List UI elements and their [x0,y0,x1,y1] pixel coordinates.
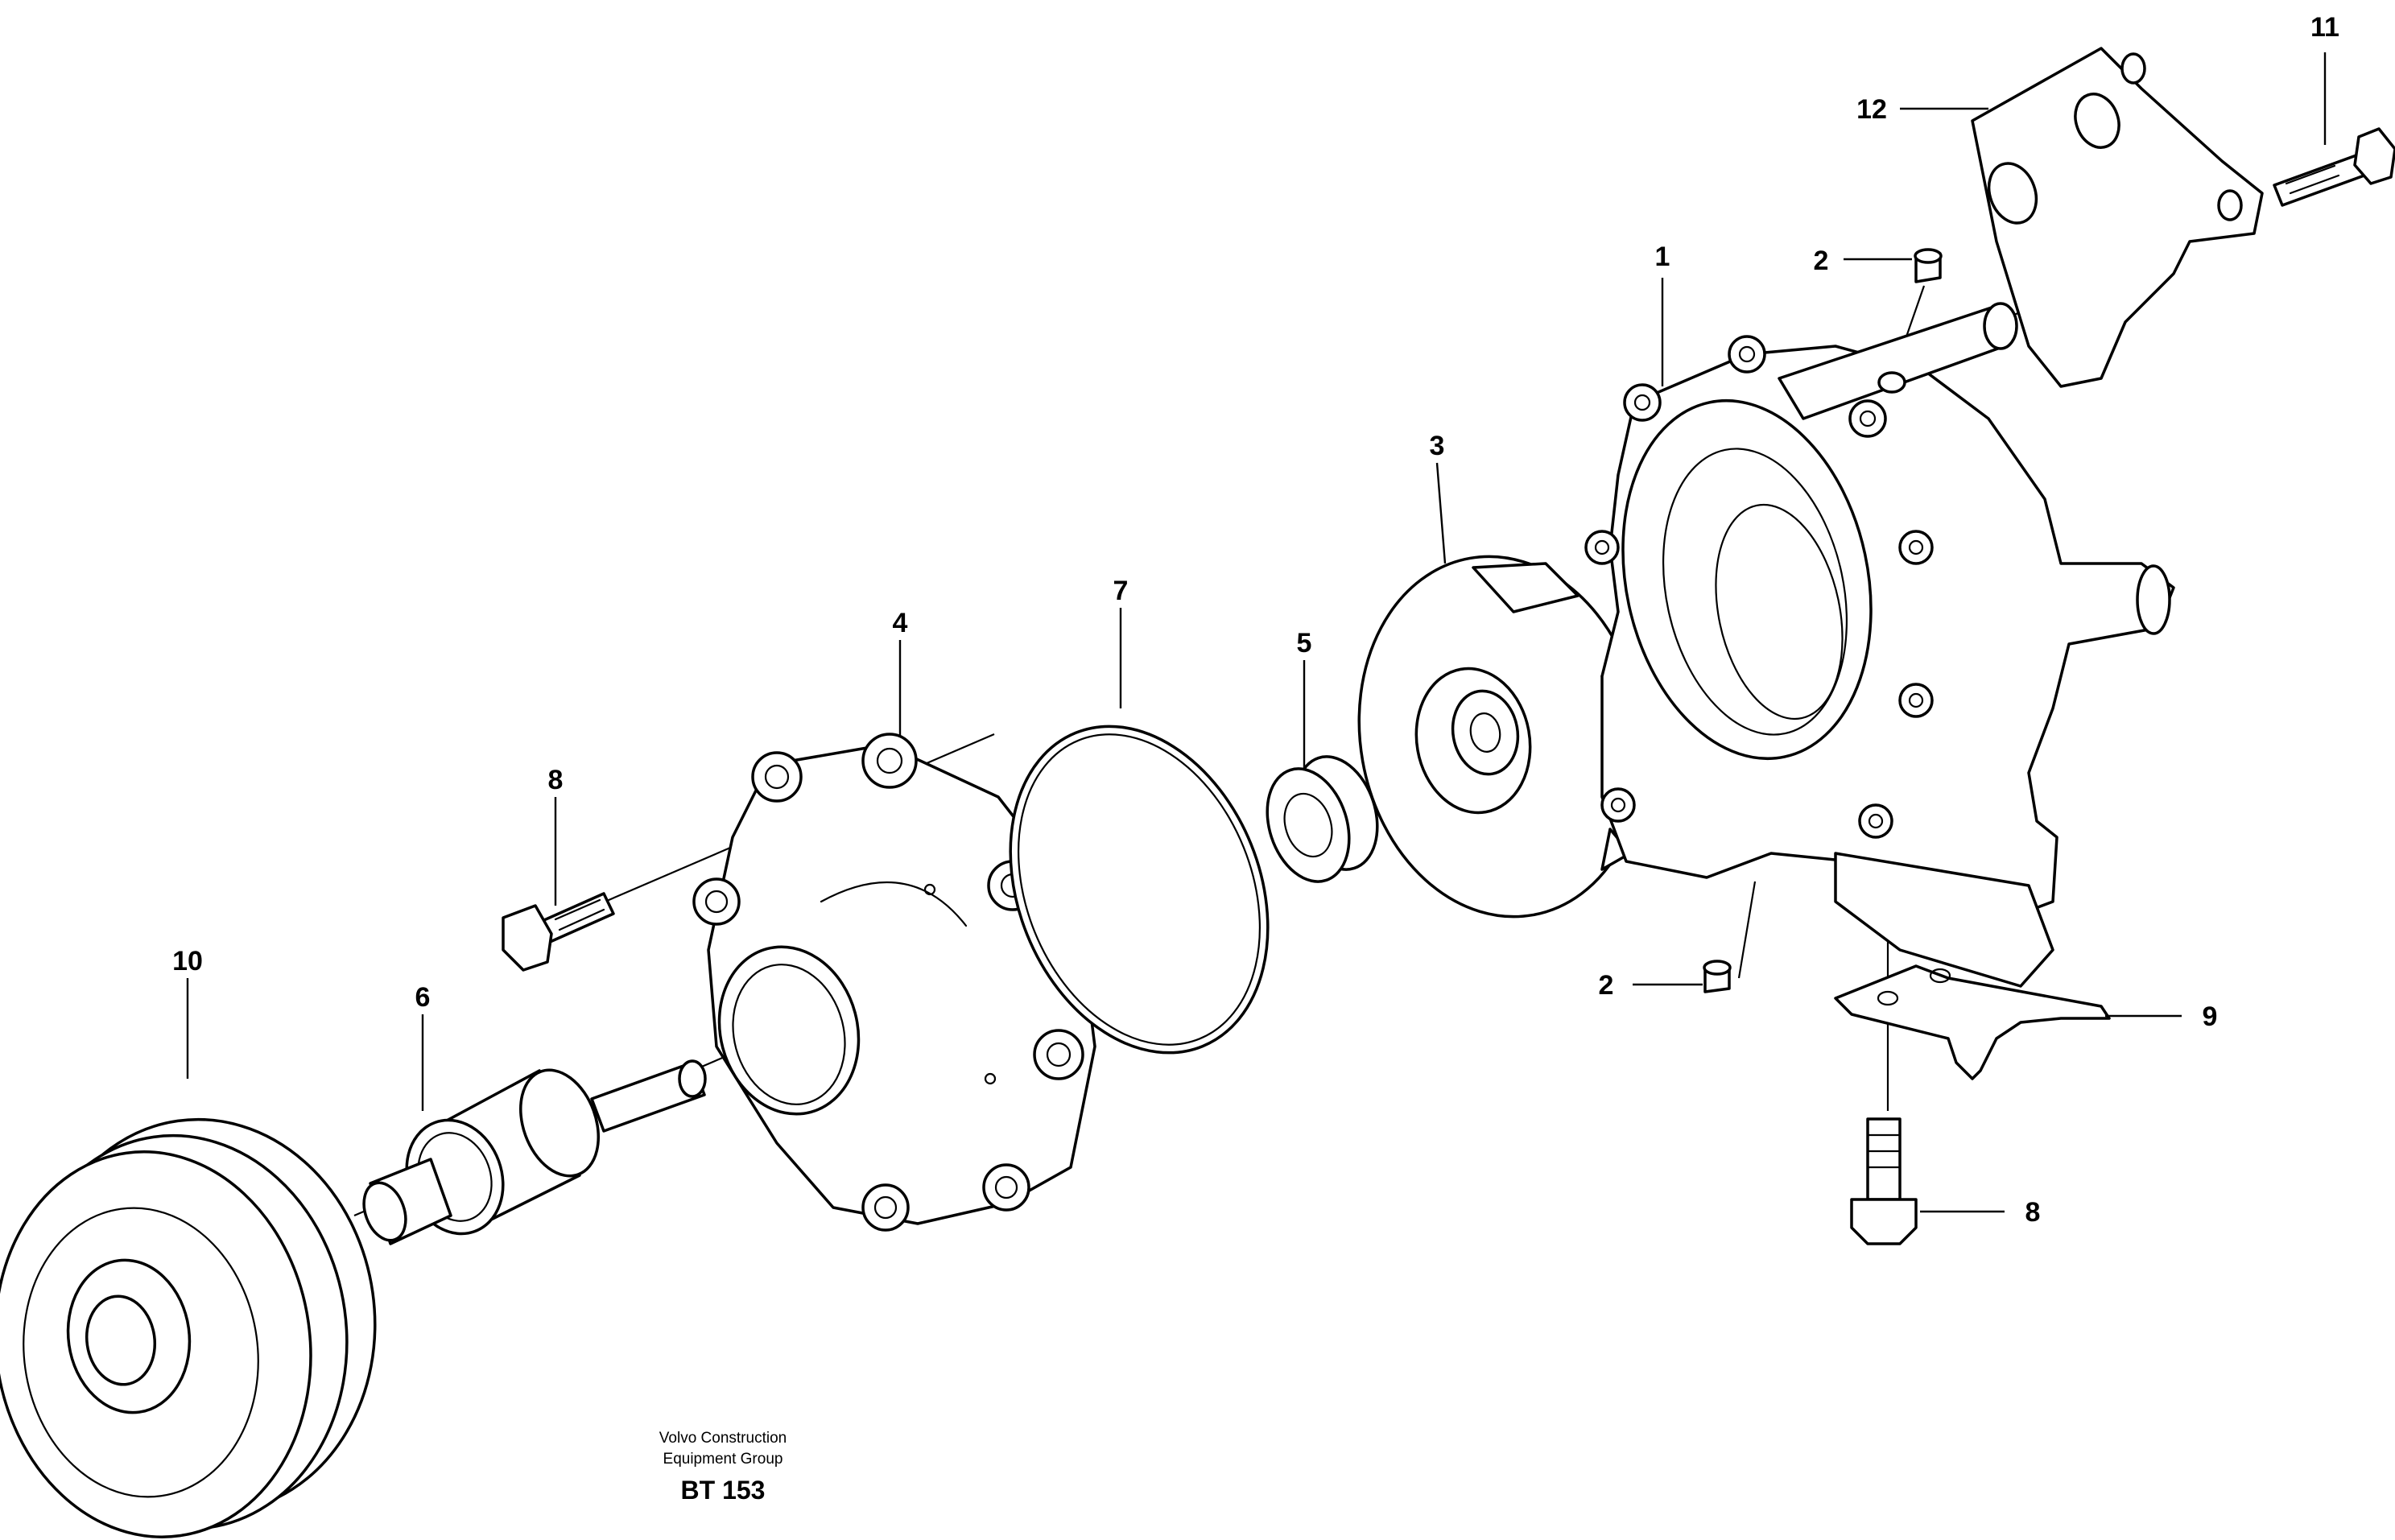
o-ring[interactable] [964,687,1314,1092]
callout-12: 12 [1856,94,1887,125]
impeller[interactable] [1332,534,1672,939]
mounting-plate[interactable] [1834,964,2111,1080]
callout-6: 6 [415,982,431,1013]
footer-company-line1: Volvo Construction [659,1430,787,1447]
bearing-shaft[interactable] [357,1059,707,1248]
callout-7: 7 [1113,576,1129,606]
plug-lower[interactable] [1703,960,1732,993]
callout-8-cover: 8 [548,765,564,795]
footer-credit: Volvo Construction Equipment Group BT 15… [659,1430,787,1505]
callout-9: 9 [2203,1001,2218,1032]
footer-company-line2: Equipment Group [663,1451,783,1468]
shaft-seal[interactable] [1253,746,1391,893]
bolt-bracket[interactable] [2273,127,2395,207]
callout-4: 4 [893,608,908,638]
callout-2-lower: 2 [1599,970,1614,1001]
callout-labels: 1 2 2 3 4 5 6 7 8 8 9 10 11 12 [172,12,2339,1228]
callout-10: 10 [172,946,203,976]
leader-lines [186,52,2327,1213]
callout-8-plate: 8 [2025,1197,2041,1228]
mounting-bracket[interactable] [1971,47,2264,388]
callout-1: 1 [1655,242,1670,272]
bolt-cover[interactable] [502,892,615,972]
plug-upper[interactable] [1914,248,1943,283]
pulley[interactable] [0,1097,400,1540]
callout-3: 3 [1430,431,1445,461]
pump-housing[interactable] [1584,302,2175,988]
callout-11: 11 [2310,12,2339,43]
callout-5: 5 [1297,628,1312,659]
footer-figure-code: BT 153 [681,1476,766,1505]
bolt-plate[interactable] [1850,1117,1918,1245]
callout-2-upper: 2 [1814,246,1829,276]
